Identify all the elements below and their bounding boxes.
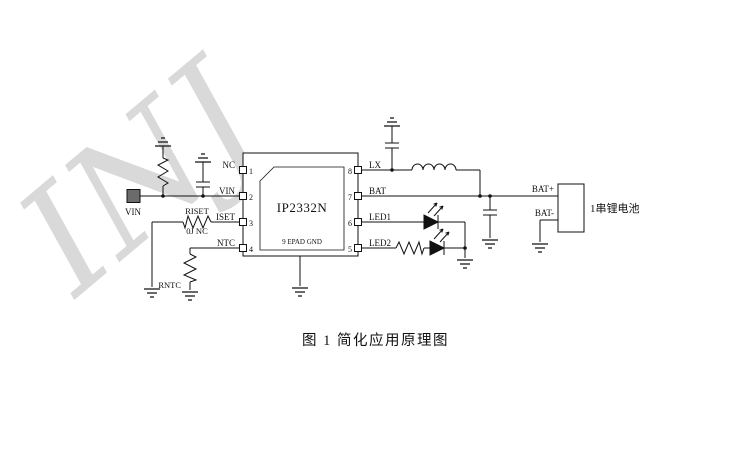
led2-emission-arrows: [433, 228, 450, 243]
ntc-wires: [189, 247, 243, 290]
riset-note-label: 0J NC: [186, 226, 208, 236]
led1-wires: [358, 221, 466, 248]
ground-symbol: [384, 117, 400, 127]
pin-number-1: 1: [249, 167, 253, 176]
ground-symbol: [292, 287, 308, 297]
lx-wires: [358, 126, 481, 196]
junction-dot: [390, 168, 394, 172]
vin-input-net: [126, 189, 243, 203]
led2-net: [358, 228, 473, 269]
led2-resistor: [395, 240, 425, 256]
rntc-resistor: [182, 253, 198, 283]
iset-net: [144, 214, 243, 298]
led1-diode: [423, 214, 440, 230]
ground-symbol: [195, 153, 211, 163]
pin-name-iset: ISET: [216, 212, 236, 222]
pin-pad-6: [354, 218, 362, 226]
riset-label: RISET: [185, 206, 209, 216]
junction-dot: [463, 246, 467, 250]
iset-wires: [151, 221, 243, 287]
epad-ground-net: [292, 256, 308, 297]
pin-pad-1: [239, 166, 247, 174]
pin-number-2: 2: [249, 193, 253, 202]
ground-symbol: [532, 243, 548, 253]
pin-number-8: 8: [348, 167, 352, 176]
rntc-label: RNTC: [158, 280, 181, 290]
pin-name-led2: LED2: [369, 238, 391, 248]
input-rc-net: [155, 137, 211, 196]
led1-emission-arrows: [427, 202, 444, 217]
bat-net: [358, 183, 585, 253]
chip-outline: [242, 152, 359, 257]
ground-symbol: [155, 137, 171, 147]
chip: [239, 152, 362, 257]
led2-wires: [358, 247, 466, 258]
epad-label: 9 EPAD GND: [282, 238, 322, 246]
chip-inner-outline: [259, 166, 345, 251]
input-capacitor: [196, 181, 210, 188]
ground-symbol: [182, 291, 198, 301]
battery-label: 1串锂电池: [590, 201, 640, 215]
ground-symbol: [482, 239, 498, 249]
pin-pad-7: [354, 192, 362, 200]
pin-pad-2: [239, 192, 247, 200]
led1-net: [358, 202, 466, 248]
rc-wires: [162, 146, 204, 196]
pin-number-7: 7: [348, 193, 352, 202]
ground-symbol: [457, 259, 473, 269]
pin-pad-3: [239, 218, 247, 226]
bat-plus-label: BAT+: [532, 184, 554, 194]
vin-terminal-pad: [126, 189, 141, 203]
led2-diode: [429, 240, 446, 256]
pin-name-ntc: NTC: [217, 238, 235, 248]
bat-minus-wire: [539, 219, 558, 242]
pin-pad-8: [354, 166, 362, 174]
pin-number-4: 4: [249, 245, 253, 254]
pin-number-3: 3: [249, 219, 253, 228]
bat-capacitor: [483, 209, 497, 216]
pin-name-bat: BAT: [369, 186, 387, 196]
pin-pad-4: [239, 244, 247, 252]
input-resistor: [156, 157, 170, 187]
riset-resistor: [182, 214, 212, 230]
pin-name-vin: VIN: [219, 186, 235, 196]
ground-symbol: [144, 288, 160, 298]
inductor: [411, 163, 457, 171]
lx-capacitor: [385, 142, 399, 149]
ntc-net: [182, 247, 243, 301]
vin-terminal-label: VIN: [125, 207, 141, 217]
pin-number-6: 6: [348, 219, 352, 228]
battery-box: [557, 183, 585, 233]
pin-name-led1: LED1: [369, 212, 391, 222]
bat-minus-label: BAT-: [535, 208, 554, 218]
pin-number-5: 5: [348, 245, 352, 254]
pin-name-lx: LX: [369, 160, 381, 170]
lx-net: [358, 117, 482, 198]
pin-name-nc: NC: [222, 160, 235, 170]
pin-pad-5: [354, 244, 362, 252]
junction-dot: [488, 194, 492, 198]
figure-caption: 图 1 简化应用原理图: [302, 333, 449, 349]
chip-part-number: IP2332N: [277, 200, 328, 215]
